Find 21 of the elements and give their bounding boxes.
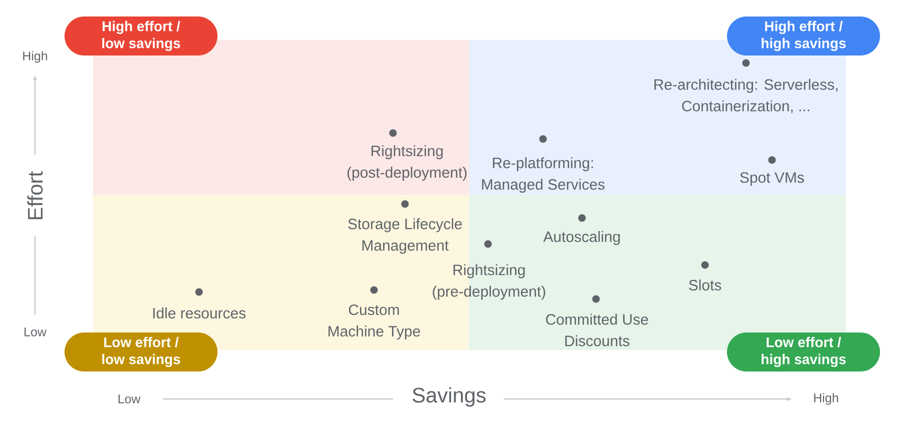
point-label: Autoscaling bbox=[543, 231, 620, 245]
point-label: Rightsizing (pre-deployment) bbox=[432, 264, 546, 300]
axis-label: Low bbox=[24, 328, 46, 336]
point-label: Slots bbox=[689, 279, 722, 290]
point-label: Idle resources bbox=[153, 307, 246, 318]
quadrant-badge: Low effort / high savings bbox=[727, 332, 880, 372]
point-label: Storage Lifecycle Management bbox=[348, 218, 462, 254]
axis-title: Effort bbox=[27, 171, 43, 220]
point-label: Rightsizing (post-deployment) bbox=[348, 145, 466, 181]
axis-label: High bbox=[23, 51, 48, 63]
point-label: Committed Use Discounts bbox=[546, 314, 648, 346]
axis-title: Savings bbox=[412, 387, 486, 407]
point-label: Custom Machine Type bbox=[328, 304, 420, 340]
quadrant-badge: Low effort / low savings bbox=[64, 332, 218, 372]
quadrant-badge: High effort / high savings bbox=[727, 16, 880, 56]
point-label: Spot VMs bbox=[740, 172, 804, 186]
point-label: Re-platforming: Managed Services bbox=[482, 157, 605, 193]
axis-label: Low bbox=[118, 394, 140, 404]
axis-label: High bbox=[814, 393, 838, 405]
point-label: Re-architecting: Serverless, Containerization, ... bbox=[654, 78, 838, 114]
quadrant-badge: High effort / low savings bbox=[64, 16, 218, 56]
